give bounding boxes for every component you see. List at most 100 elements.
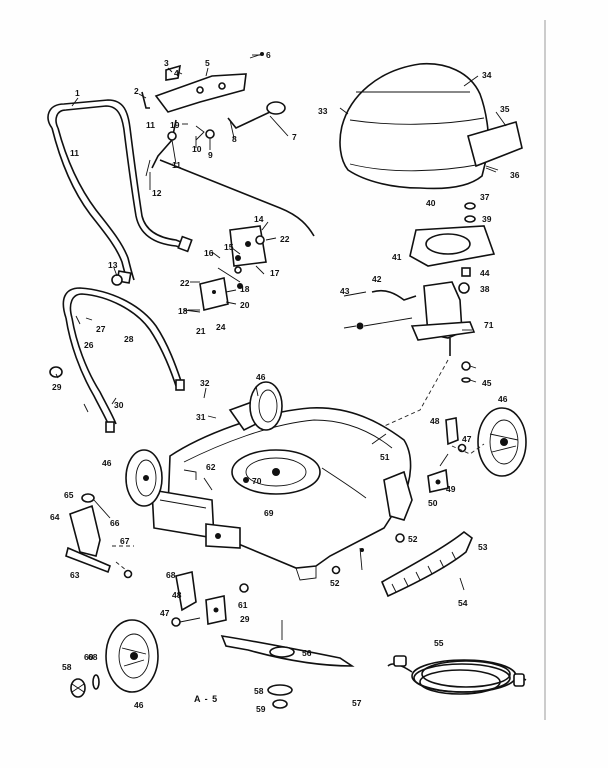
part-label: 29 xyxy=(52,382,62,392)
part-label: 53 xyxy=(478,542,488,552)
part-label: 17 xyxy=(270,268,280,278)
part-label: 71 xyxy=(484,320,494,330)
part-label: 47 xyxy=(160,608,170,618)
part-label: 22 xyxy=(180,278,190,288)
part-label: 56 xyxy=(302,648,312,658)
part-label: 26 xyxy=(84,340,94,350)
part-label: 31 xyxy=(196,412,206,422)
part-label: 70 xyxy=(252,476,262,486)
deck-fasteners xyxy=(83,403,405,575)
part-label: 38 xyxy=(480,284,490,294)
part-label: 36 xyxy=(510,170,520,180)
part-label: 29 xyxy=(240,614,250,624)
part-label: 12 xyxy=(152,188,162,198)
part-label: 49 xyxy=(446,484,456,494)
height-adjuster-right xyxy=(427,417,485,493)
part-label: 52 xyxy=(408,534,418,544)
part-label: 41 xyxy=(392,252,402,262)
part-label: 46 xyxy=(498,394,508,404)
part-label: 60 xyxy=(84,652,94,662)
part-label: 24 xyxy=(216,322,226,332)
part-label: 46 xyxy=(102,458,112,468)
lower-handle xyxy=(49,287,185,433)
part-label: 64 xyxy=(50,512,60,522)
wheel-front-left xyxy=(249,381,283,431)
height-adjuster-rear xyxy=(171,571,249,627)
part-label: 5 xyxy=(205,58,210,68)
rear-flap xyxy=(151,489,241,549)
part-label: 35 xyxy=(500,104,510,114)
part-label: 18 xyxy=(240,284,250,294)
part-label: 30 xyxy=(114,400,124,410)
part-label: 63 xyxy=(70,570,80,580)
part-label: 6 xyxy=(266,50,271,60)
throttle-cable xyxy=(145,119,315,237)
upper-handle xyxy=(47,99,193,284)
part-label: 54 xyxy=(458,598,468,608)
control-plate xyxy=(183,225,267,313)
part-label: 19 xyxy=(170,120,180,130)
part-label: 45 xyxy=(482,378,492,388)
part-label: 3 xyxy=(164,58,169,68)
part-label: 34 xyxy=(482,70,492,80)
motor-cover xyxy=(339,62,523,190)
part-label: 68 xyxy=(166,570,176,580)
part-label: 2 xyxy=(134,86,139,96)
part-label: 62 xyxy=(206,462,216,472)
part-label: 10 xyxy=(192,144,202,154)
part-label: 68 xyxy=(88,652,98,662)
part-label: 44 xyxy=(480,268,490,278)
part-label: 65 xyxy=(64,490,74,500)
part-label: 57 xyxy=(352,698,362,708)
part-label: 48 xyxy=(430,416,440,426)
part-label: 21 xyxy=(196,326,206,336)
part-label: 8 xyxy=(232,134,237,144)
part-label: 66 xyxy=(110,518,120,528)
part-label: 40 xyxy=(426,198,436,208)
part-label: 39 xyxy=(482,214,492,224)
motor-mount xyxy=(409,202,496,267)
height-adjuster-left xyxy=(65,493,134,579)
part-label: 11 xyxy=(70,148,79,158)
part-label: 46 xyxy=(134,700,144,710)
part-label: 11 xyxy=(172,160,181,170)
part-label: 58 xyxy=(254,686,264,696)
rear-wheel-hardware xyxy=(70,674,100,698)
part-label: 15 xyxy=(224,242,234,252)
wheel-rear-left xyxy=(125,449,163,507)
part-label: 51 xyxy=(380,452,390,462)
mower-deck xyxy=(167,401,413,581)
extension-cord xyxy=(387,655,527,695)
part-label: 69 xyxy=(264,508,274,518)
part-label: 46 xyxy=(256,372,266,382)
part-label: 22 xyxy=(280,234,290,244)
wheel-front-right xyxy=(477,407,527,477)
part-label: 16 xyxy=(204,248,214,258)
part-label: 32 xyxy=(200,378,210,388)
part-label: 27 xyxy=(96,324,106,334)
part-label: 7 xyxy=(292,132,297,142)
part-label: 1 xyxy=(75,88,80,98)
part-label: 13 xyxy=(108,260,118,270)
part-label: 50 xyxy=(428,498,438,508)
figure-caption: A - 5 xyxy=(194,694,218,704)
part-label: 42 xyxy=(372,274,382,284)
part-label: 4 xyxy=(174,68,179,78)
part-label: 18 xyxy=(178,306,188,316)
part-label: 47 xyxy=(462,434,472,444)
part-number-labels: 1 2 3 4 5 6 7 8 9 10 11 11 11 12 13 14 1… xyxy=(50,50,520,714)
part-label: 67 xyxy=(120,536,130,546)
part-label: 20 xyxy=(240,300,250,310)
handle-knob xyxy=(111,267,123,286)
discharge-deflector xyxy=(380,530,473,598)
motor-body xyxy=(356,267,476,383)
part-label: 14 xyxy=(254,214,264,224)
part-label: 55 xyxy=(434,638,444,648)
part-label: 52 xyxy=(330,578,340,588)
blade-assembly xyxy=(220,620,355,709)
part-label: 43 xyxy=(340,286,350,296)
part-label: 59 xyxy=(256,704,266,714)
part-label: 11 xyxy=(146,120,155,130)
